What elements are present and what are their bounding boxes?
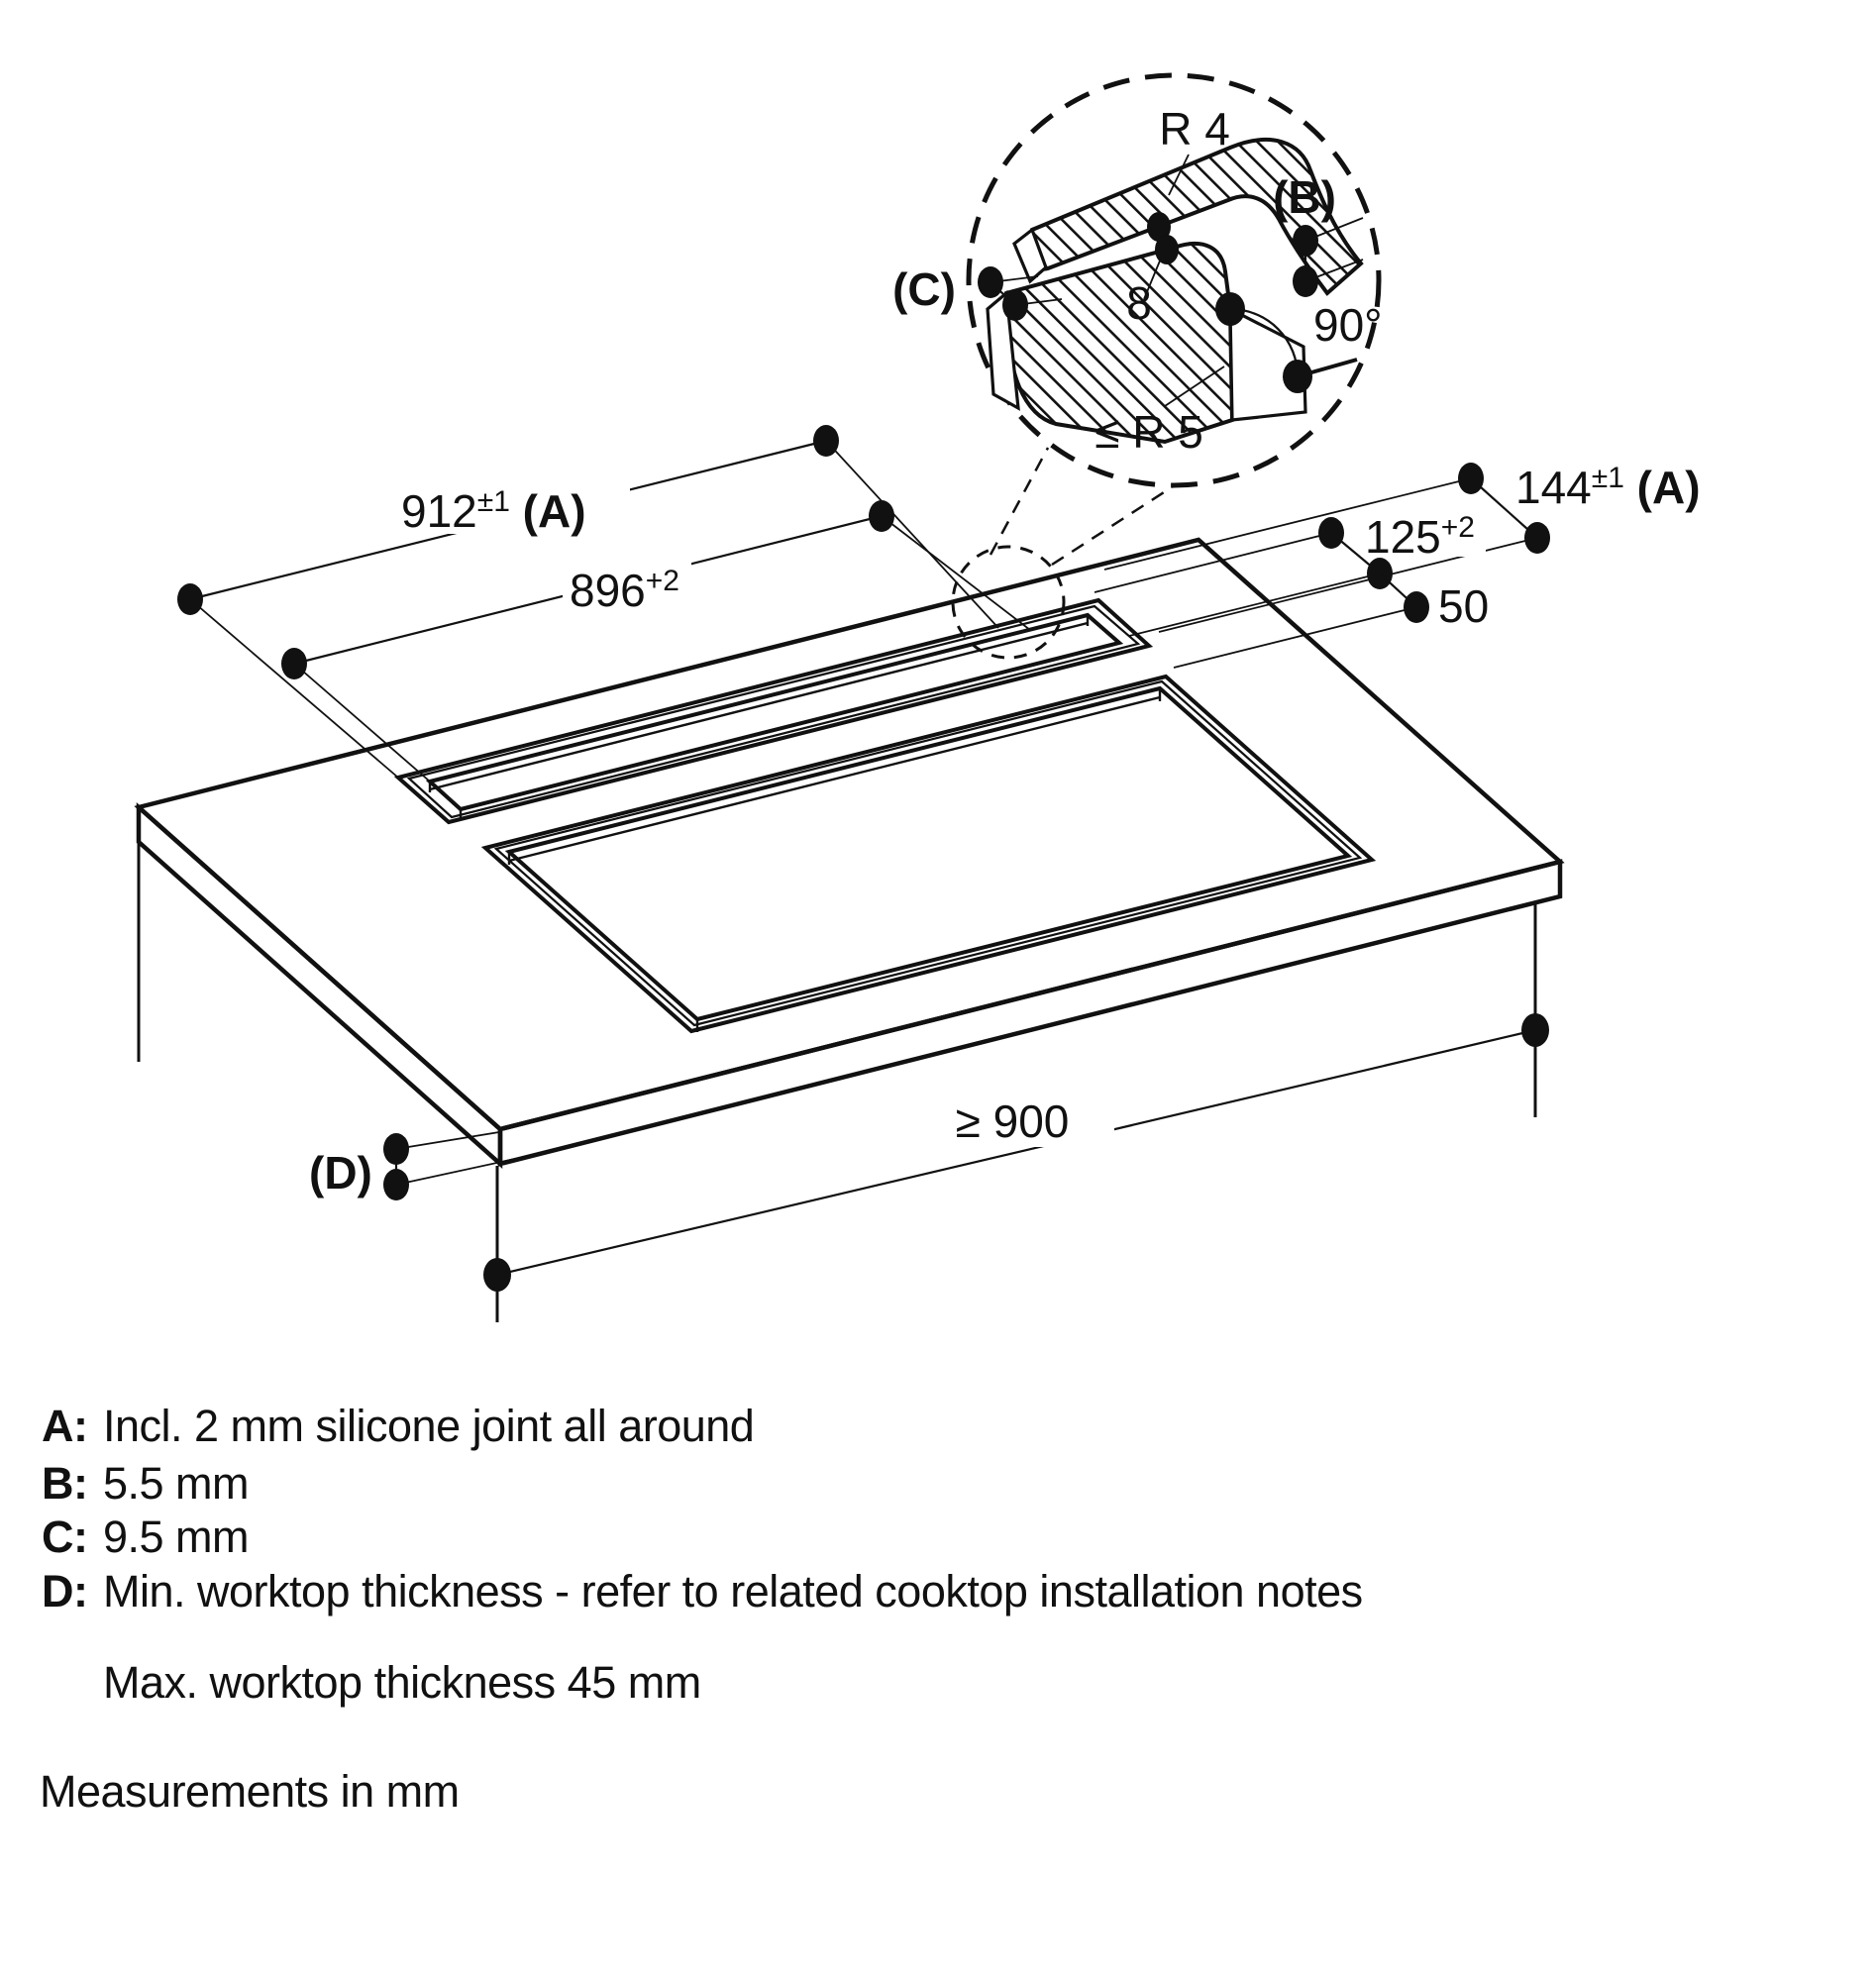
section-cutout-wall <box>1228 306 1307 422</box>
legend-item-d: D:Min. worktop thickness - refer to rela… <box>42 1566 1363 1616</box>
footer-note: Measurements in mm <box>40 1766 460 1817</box>
legend-note: Max. worktop thickness 45 mm <box>103 1657 701 1708</box>
worktop-front-left-face <box>136 801 503 1170</box>
worktop-drawing <box>134 537 1565 1322</box>
detail-angle-label: 90° <box>1313 299 1383 351</box>
detail-depth-label: 8 <box>1126 277 1152 329</box>
section-band-endcap <box>1012 227 1048 284</box>
dim-900-label: ≥ 900 <box>956 1095 1070 1147</box>
cooktop-cutout <box>480 674 1377 1034</box>
detail-c-label: (C) <box>892 263 956 315</box>
detail-source-circle <box>951 545 1066 660</box>
detail-b-label: (B) <box>1273 171 1336 223</box>
legend: A:Incl. 2 mm silicone joint all around B… <box>40 1401 1363 1817</box>
dim-125-label: 125+2 <box>1365 511 1475 563</box>
worktop-front-right-face <box>497 859 1563 1167</box>
legend-item-a: A:Incl. 2 mm silicone joint all around <box>42 1401 754 1451</box>
detail-r4-label: R 4 <box>1159 103 1230 155</box>
section-body-endcap <box>986 289 1020 411</box>
dimension-slot-length-outer: 912±1 (A) <box>177 425 999 779</box>
legend-item-b: B:5.5 mm <box>42 1458 249 1509</box>
slot-cutout <box>393 597 1154 825</box>
dimension-slot-width-inner: 125+2 <box>1094 511 1486 637</box>
dimension-slot-width-outer: 144±1 (A) <box>1103 462 1701 633</box>
legend-item-c: C:9.5 mm <box>42 1512 249 1562</box>
dimension-worktop-thickness: (D) <box>309 1131 562 1200</box>
dimension-slot-offset: 50 <box>1173 573 1489 669</box>
dimension-slot-length-inner: 896+2 <box>281 500 1031 782</box>
detail-circle <box>966 72 1382 488</box>
dimension-cabinet-width: ≥ 900 <box>483 1013 1549 1292</box>
dim-144-label: 144±1 (A) <box>1515 462 1701 513</box>
detail-r5-label: ≤ R 5 <box>1094 406 1203 458</box>
dim-896-label: 896+2 <box>570 565 679 616</box>
dim-50-label: 50 <box>1438 580 1489 632</box>
dim-d-label: (D) <box>309 1147 372 1199</box>
dim-912-label: 912±1 (A) <box>401 485 586 537</box>
detail-callout: R 4 (B) (C) 8 90° ≤ R 5 <box>892 72 1383 660</box>
